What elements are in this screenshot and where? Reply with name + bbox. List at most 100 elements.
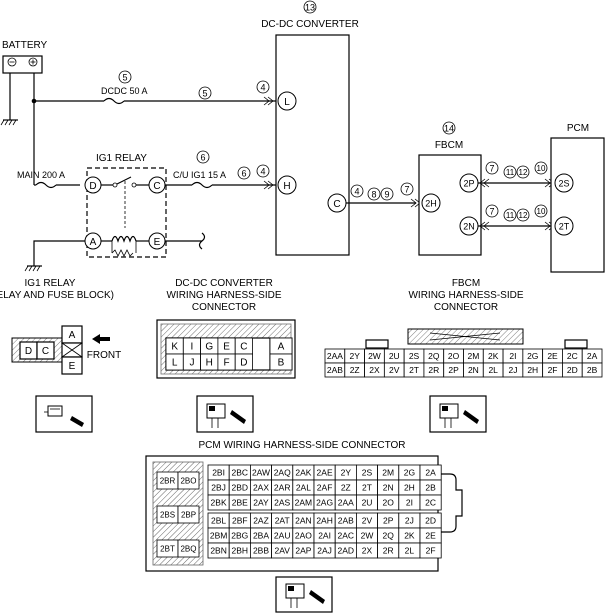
pcm-pin-2bi: 2BI (207, 464, 230, 481)
callout-10-2t: 10 (534, 204, 548, 218)
pcm-terminal-2t: 2T (554, 216, 574, 236)
svg-text:2BF: 2BF (232, 516, 248, 526)
fbcm-pin-2e: 2E (542, 348, 563, 364)
fbcm-pin-2p: 2P (443, 362, 464, 378)
fbcm-connector (365, 328, 588, 349)
svg-text:7: 7 (489, 207, 494, 217)
pcm-pin-2bj: 2BJ (207, 479, 230, 496)
svg-text:K: K (171, 342, 178, 353)
pcm-pin-2aw: 2AW (249, 464, 272, 481)
pcm-pin-2c: 2C (419, 494, 442, 511)
svg-text:2C: 2C (567, 351, 578, 361)
cu-fuse-label: C/U IG1 15 A (173, 170, 226, 180)
pcm-pin-2u: 2U (355, 494, 378, 511)
pcm-pin-2af: 2AF (313, 479, 336, 496)
svg-text:2AH: 2AH (316, 516, 333, 526)
dcdc-pin-e: E (217, 337, 236, 355)
svg-text:2AL: 2AL (296, 483, 311, 493)
callout-9: 9 (380, 187, 394, 201)
pcm-pin-2x: 2X (355, 542, 378, 559)
pcm-pin-2bf: 2BF (228, 512, 251, 529)
svg-text:2AG: 2AG (316, 498, 333, 508)
svg-text:I: I (191, 342, 194, 353)
dcdc-pin-h: H (200, 353, 219, 371)
pcm-terminal-2s: 2S (554, 173, 574, 193)
svg-text:2AK: 2AK (295, 468, 311, 478)
svg-text:2Y: 2Y (341, 468, 352, 478)
svg-text:2AR: 2AR (274, 483, 291, 493)
svg-text:2AM: 2AM (295, 498, 312, 508)
callout-12-2n: 12 (516, 208, 530, 222)
dcdc-conn-title-3: CONNECTOR (192, 302, 256, 313)
pcm-box (550, 137, 605, 273)
svg-text:2BO: 2BO (180, 476, 196, 485)
pcm-pin-2ap: 2AP (292, 542, 315, 559)
pcm-pin-2ao: 2AO (292, 527, 315, 544)
svg-text:2M: 2M (382, 468, 394, 478)
svg-text:H: H (206, 358, 213, 369)
svg-text:2AS: 2AS (274, 498, 290, 508)
svg-text:14: 14 (444, 124, 454, 134)
pcm-pin-2ah: 2AH (313, 512, 336, 529)
svg-text:2AB: 2AB (327, 365, 343, 375)
callout-7-2h: 7 (400, 182, 414, 196)
fbcm-pin-2l: 2L (482, 362, 504, 378)
callout-14: 14 (442, 121, 456, 135)
probe-icon-fbcm (429, 395, 487, 433)
svg-text:2K: 2K (488, 351, 499, 361)
svg-text:2BQ: 2BQ (180, 544, 196, 553)
pcm-pin-2d: 2D (419, 512, 442, 529)
relay-conn-a: A (69, 330, 76, 341)
pcm-label: PCM (567, 123, 589, 134)
svg-text:6: 6 (241, 169, 246, 179)
relay-coil (101, 235, 149, 257)
svg-text:6: 6 (200, 153, 205, 163)
svg-text:2L: 2L (488, 365, 498, 375)
battery-ground-wire (0, 73, 18, 126)
svg-text:2U: 2U (389, 351, 400, 361)
fbcm-pin-2u: 2U (383, 348, 405, 364)
pcm-pin-2ay: 2AY (249, 494, 272, 511)
dcdc-pin-l: L (165, 353, 184, 371)
svg-text:2BB: 2BB (253, 546, 269, 556)
fbcm-pin-2a: 2A (581, 348, 603, 364)
callout-5-wire: 5 (198, 86, 212, 100)
pcm-pin-2ac: 2AC (334, 527, 357, 544)
ig1-relay-conn-title-2: (RELAY AND FUSE BLOCK) (0, 290, 114, 301)
relay-conn-e: E (69, 361, 76, 372)
pcm-pin-2bs: 2BS (156, 505, 179, 524)
svg-text:2E: 2E (547, 351, 558, 361)
pcm-pin-2bl: 2BL (207, 512, 230, 529)
svg-text:2H: 2H (425, 199, 437, 209)
svg-text:2T: 2T (362, 483, 372, 493)
dcdc-pin-a: A (269, 337, 293, 355)
relay-c-wire (165, 181, 278, 189)
svg-text:2BG: 2BG (231, 531, 248, 541)
svg-text:12: 12 (519, 211, 528, 220)
svg-text:2BH: 2BH (232, 546, 249, 556)
fbcm-pin-2j: 2J (502, 362, 524, 378)
pcm-pin-2ax: 2AX (249, 479, 272, 496)
fbcm-pin-2x: 2X (364, 362, 385, 378)
svg-text:2U: 2U (362, 498, 373, 508)
svg-text:2AF: 2AF (317, 483, 333, 493)
svg-text:13: 13 (305, 3, 315, 13)
pcm-pin-2ak: 2AK (292, 464, 315, 481)
svg-text:10: 10 (537, 164, 546, 173)
relay-terminal-d: D (84, 176, 102, 194)
pcm-pin-2ai: 2AI (313, 527, 336, 544)
pcm-pin-2v: 2V (355, 512, 378, 529)
svg-text:12: 12 (519, 168, 528, 177)
pcm-pin-2g: 2G (398, 464, 421, 481)
svg-text:2D: 2D (567, 365, 578, 375)
svg-text:2I: 2I (509, 351, 516, 361)
pcm-pin-2ag: 2AG (313, 494, 336, 511)
svg-text:2BK: 2BK (211, 498, 227, 508)
dcdc-pin-d: D (234, 353, 253, 371)
pcm-pin-2an: 2AN (292, 512, 315, 529)
pcm-pin-2ae: 2AE (313, 464, 336, 481)
fbcm-terminal-2p: 2P (459, 173, 479, 193)
pcm-conn-title: PCM WIRING HARNESS-SIDE CONNECTOR (198, 440, 405, 451)
svg-text:2AW: 2AW (252, 468, 270, 478)
svg-text:2L: 2L (405, 546, 415, 556)
